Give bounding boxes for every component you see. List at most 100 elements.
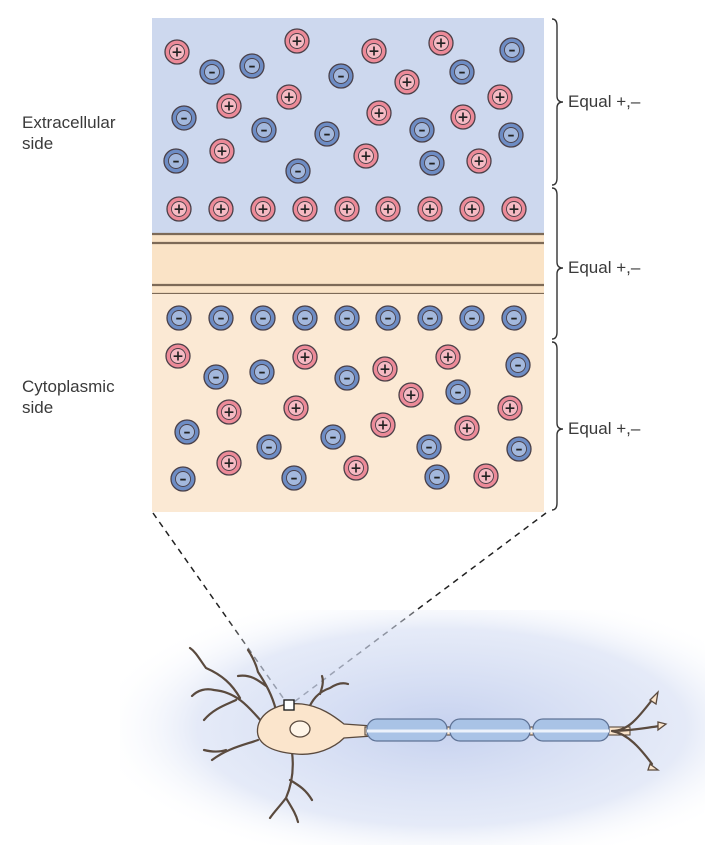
positive-ion: + [487,84,513,110]
positive-sign: + [216,144,228,160]
ion-center [171,201,187,217]
negative-ion: – [285,158,311,184]
positive-ion: + [501,196,527,222]
neuron [188,646,668,824]
ion-center [459,420,475,436]
ion-center [333,68,349,84]
negative-ion: – [409,117,435,143]
nucleus [289,720,311,738]
positive-ion: + [361,38,387,64]
negative-ion: – [498,122,524,148]
positive-sign: + [291,34,303,50]
negative-ion: – [171,105,197,131]
negative-ion: – [501,305,527,331]
positive-sign: + [215,202,227,218]
ion-center [179,424,195,440]
positive-ion: + [276,84,302,110]
negative-sign: – [338,69,345,85]
negative-sign: – [260,311,267,327]
brace-label-top: Equal +,– [568,92,641,111]
negative-sign: – [427,311,434,327]
membrane-outer-edge [152,233,544,244]
brace-top [551,18,564,186]
negative-sign: – [455,385,462,401]
positive-sign: + [424,202,436,218]
positive-ion: + [398,382,424,408]
ion-center [454,64,470,80]
ion-center [510,357,526,373]
negative-sign: – [344,371,351,387]
ion-center [297,310,313,326]
ion-center [366,43,382,59]
positive-ion: + [417,196,443,222]
positive-ion: + [435,344,461,370]
extracellular-side-label: Extracellular side [22,113,116,153]
positive-ion: + [366,100,392,126]
positive-sign: + [368,44,380,60]
ion-center [221,455,237,471]
ion-center [339,310,355,326]
positive-sign: + [405,388,417,404]
ion-center [290,163,306,179]
ion-center [170,348,186,364]
ion-center [204,64,220,80]
negative-sign: – [515,358,522,374]
ion-center [502,400,518,416]
negative-sign: – [259,365,266,381]
positive-ion: + [394,69,420,95]
negative-sign: – [516,442,523,458]
negative-sign: – [330,430,337,446]
zoom-line-right [293,512,547,703]
ion-center [511,441,527,457]
positive-ion: + [216,93,242,119]
negative-ion: – [208,305,234,331]
ion-center [377,361,393,377]
positive-sign: + [299,202,311,218]
negative-ion: – [203,364,229,390]
positive-ion: + [497,395,523,421]
ion-center [254,364,270,380]
terminal-bulbs [647,690,668,771]
ion-center [464,201,480,217]
positive-sign: + [494,90,506,106]
axon-terminals [610,698,662,766]
negative-sign: – [209,65,216,81]
ion-center [176,110,192,126]
zoom-region-marker [283,699,295,711]
positive-ion: + [216,399,242,425]
negative-ion: – [499,37,525,63]
positive-ion: + [284,28,310,54]
positive-sign: + [257,202,269,218]
positive-ion: + [166,196,192,222]
positive-sign: + [379,362,391,378]
negative-ion: – [445,379,471,405]
ion-center [433,35,449,51]
ion-center [286,470,302,486]
positive-ion: + [375,196,401,222]
negative-ion: – [417,305,443,331]
ion-center [288,400,304,416]
ion-center [289,33,305,49]
negative-sign: – [509,43,516,59]
ion-center [424,155,440,171]
positive-ion: + [283,395,309,421]
negative-sign: – [213,370,220,386]
ion-center [297,201,313,217]
cytoplasmic-side-label: Cytoplasmic side [22,377,115,417]
ion-center [440,349,456,365]
negative-sign: – [176,311,183,327]
negative-sign: – [469,311,476,327]
positive-ion: + [250,196,276,222]
negative-ion: – [419,150,445,176]
positive-ion: + [343,455,369,481]
negative-sign: – [426,440,433,456]
negative-ion: – [249,359,275,385]
negative-sign: – [291,471,298,487]
positive-sign: + [360,149,372,165]
negative-sign: – [261,123,268,139]
negative-sign: – [184,425,191,441]
brace-label-middle: Equal +,– [568,258,641,277]
positive-sign: + [223,99,235,115]
ion-center [208,369,224,385]
ion-center [171,310,187,326]
